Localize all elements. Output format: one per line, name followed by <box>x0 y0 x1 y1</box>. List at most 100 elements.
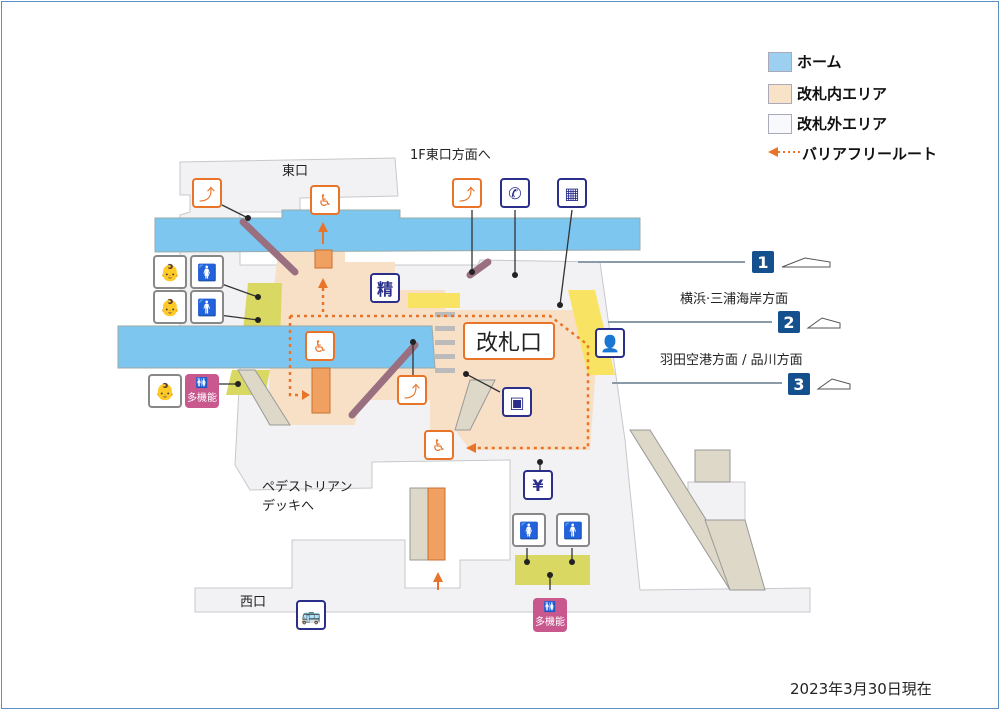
elevator-shaft <box>311 367 331 414</box>
mens-toilet-icon: 🚹 <box>190 290 224 324</box>
route-arrow <box>466 443 476 453</box>
deck-label: ペデストリアン <box>262 480 353 495</box>
leader-dot <box>469 269 475 275</box>
stairs <box>694 449 731 483</box>
leader-dot <box>463 371 469 377</box>
legend-route-arrow <box>768 147 778 157</box>
legend-label: 改札内エリア <box>797 85 888 103</box>
baby-changing-icon: 👶 <box>148 374 182 408</box>
gate <box>435 312 455 317</box>
deck-label: デッキへ <box>262 499 315 514</box>
gate <box>435 326 455 331</box>
stairs <box>704 519 766 591</box>
multi-toilet-label: 多機能 <box>187 393 217 404</box>
womens-toilet-icon: 🚺 <box>512 513 546 547</box>
phone-icon: ✆ <box>500 178 530 208</box>
platform-2 <box>117 325 436 369</box>
bus-icon: 🚌 <box>296 600 326 630</box>
leader-line <box>288 285 590 450</box>
leader-line <box>465 373 501 393</box>
leader-line <box>237 369 766 591</box>
legend-label: ホーム <box>797 53 842 71</box>
leader-line <box>559 209 573 306</box>
route-arrow <box>302 390 310 400</box>
platform-badge-2: 2 <box>778 311 800 333</box>
legend-swatch-platform <box>768 52 792 72</box>
route-arrow <box>318 222 328 232</box>
escalator-icon: ⤴ <box>192 178 222 208</box>
date-label: 2023年3月30日現在 <box>790 680 932 698</box>
atm-icon: ¥ <box>523 470 553 500</box>
leader-dot <box>235 381 241 387</box>
baby-changing-icon: 👶 <box>153 255 187 289</box>
train-icon <box>816 378 851 390</box>
leader-line <box>578 261 782 384</box>
train-icon <box>781 257 831 268</box>
direction-label: 羽田空港方面 / 品川方面 <box>660 353 803 368</box>
leader-line <box>218 314 259 321</box>
leader-dot <box>245 215 251 221</box>
multipurpose-toilet-icon: 🚻 多機能 <box>185 374 219 408</box>
leader-line <box>435 312 455 373</box>
elevator-icon: ♿ <box>424 430 454 460</box>
yellow-area <box>408 293 460 308</box>
legend-label: 改札外エリア <box>797 115 888 133</box>
east-exit-label: 東口 <box>282 164 309 179</box>
leader-line <box>218 282 259 298</box>
leader-dot <box>512 272 518 278</box>
toilet-figure: 🚻 <box>195 378 209 389</box>
escalator <box>239 218 299 276</box>
elevator-shaft <box>427 487 446 561</box>
womens-toilet-icon: 🚺 <box>190 255 224 289</box>
locker-icon: ▣ <box>502 387 532 417</box>
gate <box>435 340 455 345</box>
leader-line <box>302 222 476 582</box>
leader-line <box>221 204 249 219</box>
leader-dot <box>410 339 416 345</box>
multi-toilet-label: 多機能 <box>535 617 565 628</box>
leader-line <box>311 249 446 561</box>
toilet-figure: 🚻 <box>543 602 557 613</box>
platform-badge-3: 3 <box>788 373 810 395</box>
leader-dot <box>255 294 261 300</box>
barrier-free-route <box>288 316 305 397</box>
escalator-icon: ⤴ <box>452 178 482 208</box>
legend-swatch-outside <box>768 114 792 134</box>
leader-dot <box>537 459 543 465</box>
gate <box>435 354 455 359</box>
elevator-shaft <box>314 249 333 269</box>
west-exit-label: 西口 <box>240 595 267 610</box>
leader-dot <box>569 559 575 565</box>
stairs <box>409 487 429 561</box>
leader-line <box>781 257 851 390</box>
direction-label: 横浜·三浦海岸方面 <box>680 292 789 307</box>
legend-swatch-inside <box>768 84 792 104</box>
leader-line <box>235 215 575 578</box>
ticket-gate-label: 改札口 <box>463 322 555 360</box>
gate <box>435 368 455 373</box>
escalator-icon: ⤴ <box>397 375 427 405</box>
station-staff-icon: 👤 <box>595 328 625 358</box>
leader-dot <box>524 559 530 565</box>
elevator-icon: ♿ <box>310 185 340 215</box>
multipurpose-toilet-icon: 🚻 多機能 <box>533 598 567 632</box>
escalator <box>348 341 419 419</box>
mens-toilet-icon: 🚹 <box>556 513 590 547</box>
leader-dot <box>557 302 563 308</box>
ticket-machine-icon: ▦ <box>557 178 587 208</box>
stairs <box>454 379 496 431</box>
elevator-icon: ♿ <box>305 331 335 361</box>
stairs <box>237 369 291 426</box>
platform-badge-1: 1 <box>752 251 774 273</box>
leader-dot <box>547 572 553 578</box>
baby-changing-icon: 👶 <box>153 290 187 324</box>
fare-adjustment-icon: 精 <box>370 273 400 303</box>
route-arrow <box>318 278 328 288</box>
route-arrow <box>433 572 443 582</box>
train-icon <box>806 317 841 329</box>
legend-label: バリアフリールート <box>802 145 938 163</box>
leader-dot <box>255 317 261 323</box>
